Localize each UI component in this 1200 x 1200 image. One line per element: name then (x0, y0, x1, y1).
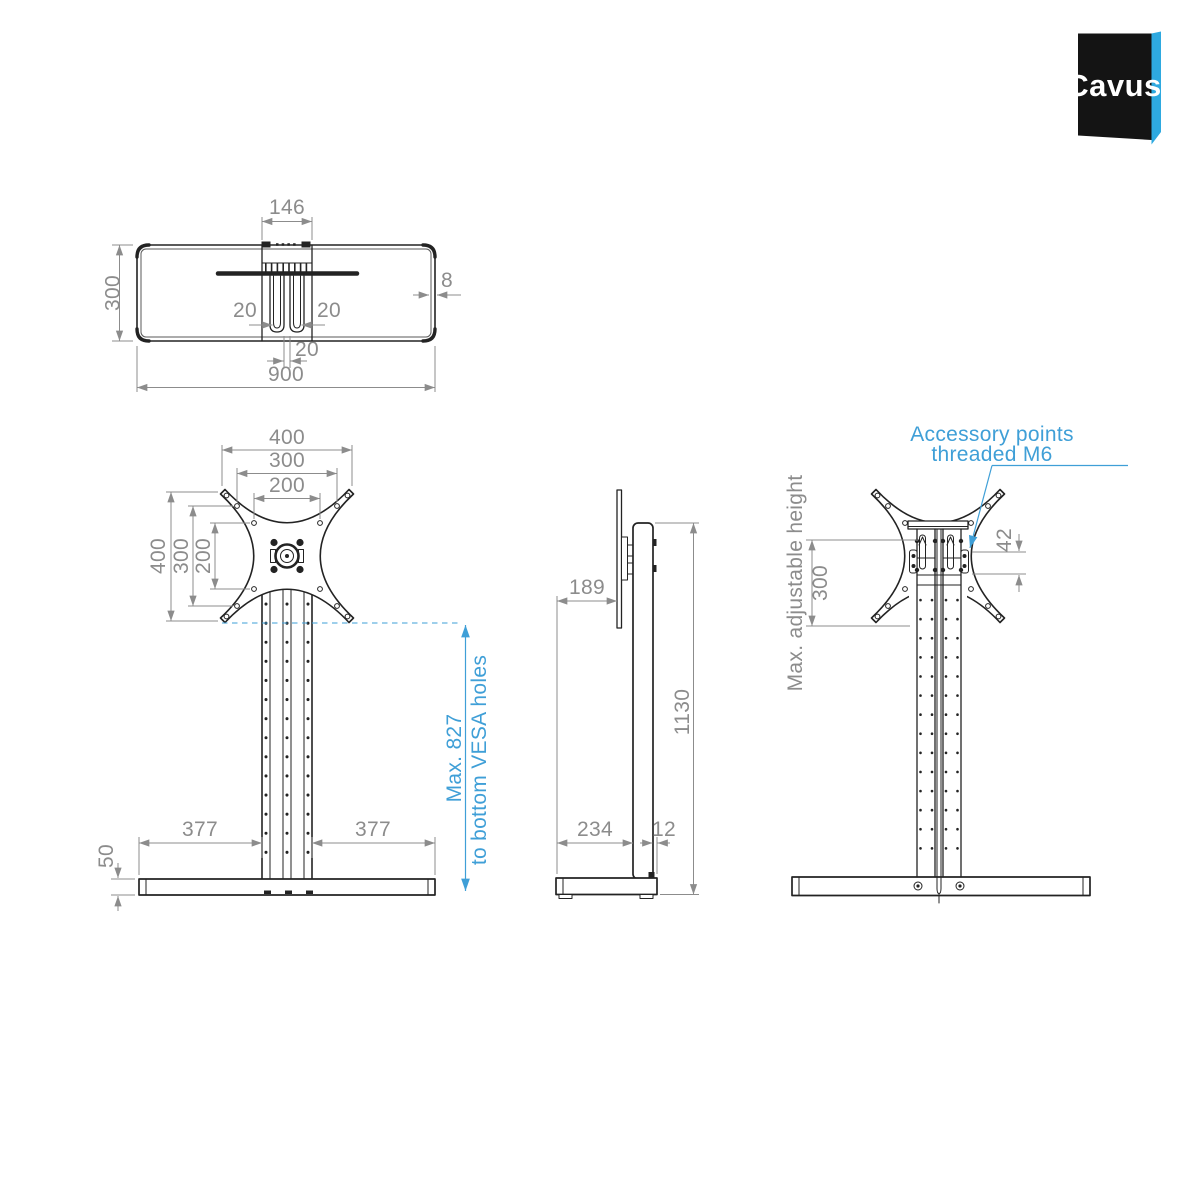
dim-200h-label: 200 (269, 474, 305, 497)
logo-wordmark: Cavus (1066, 68, 1162, 103)
dim-adjustable-height: 300 Max. adjustable height (784, 475, 918, 692)
top-view-base-outline (135, 243, 437, 343)
dim-vesa-400-v: 400 (147, 491, 218, 622)
dim-total-width: 900 (136, 346, 436, 392)
logo-blue-edge (1151, 31, 1161, 145)
dim-12-label: 12 (652, 818, 676, 841)
dim-146-label: 146 (269, 196, 305, 219)
back-cable (936, 857, 942, 904)
side-screen-plate (616, 489, 623, 629)
back-dimensions: 300 Max. adjustable height 42 Accessory … (784, 423, 1128, 691)
dim-base-thickness: 50 (95, 844, 135, 911)
dim-300h-label: 300 (269, 449, 305, 472)
dim-total-height: 1130 (655, 522, 699, 895)
dim-1130-label: 1130 (671, 689, 694, 735)
max-827-label: Max. 827 (443, 714, 466, 803)
dim-8-label: 8 (441, 269, 453, 292)
dim-base-depth: 234 (556, 818, 634, 847)
dim-total-depth: 300 (102, 244, 133, 342)
side-dimensions: 189 234 12 1130 (556, 522, 699, 895)
side-view: 189 234 12 1130 (555, 489, 699, 899)
dim-vesa-300-h: 300 (236, 449, 338, 502)
back-column (907, 520, 969, 878)
dim-189-label: 189 (569, 576, 605, 599)
dim-rail-right: 20 (301, 299, 341, 329)
logo-black-flag (1078, 33, 1152, 140)
cavus-logo: Cavus (1066, 31, 1162, 145)
dim-50-label: 50 (95, 844, 118, 868)
dim-377-right-label: 377 (355, 818, 391, 841)
dim-vesa-200-h: 200 (253, 474, 321, 519)
dim-rail-left: 20 (233, 299, 273, 329)
dim-42-label: 42 (993, 528, 1016, 552)
dim-200v-label: 200 (192, 538, 215, 574)
dim-900-label: 900 (268, 363, 304, 386)
dim-300-depth-label: 300 (102, 275, 125, 311)
accessory-note-line2: threaded M6 (931, 443, 1052, 466)
max-adjustable-height-label: Max. adjustable height (784, 475, 807, 692)
dim-base-right: 377 (311, 818, 436, 875)
dim-vesa-400-h: 400 (221, 426, 353, 486)
vesa-height-note: Max. 827 to bottom VESA holes (222, 622, 491, 892)
front-dimensions: 400 300 200 400 (95, 426, 436, 911)
front-column (261, 559, 313, 880)
dim-300v-label: 300 (170, 538, 193, 574)
dim-20-gap-label: 20 (295, 338, 319, 361)
front-base (138, 878, 436, 896)
back-mechanism (909, 534, 969, 586)
dim-vesa-200-v: 200 (192, 522, 250, 590)
accessory-note-line1: Accessory points (910, 423, 1074, 446)
front-view: 400 300 200 400 (95, 426, 491, 911)
dim-screen-offset: 189 (556, 576, 618, 874)
front-hub (270, 538, 304, 574)
dim-base-left: 377 (138, 818, 263, 875)
dim-wall-thickness: 8 (413, 269, 461, 299)
dim-column-width: 146 (261, 196, 313, 240)
accessory-note: Accessory points threaded M6 (910, 423, 1128, 549)
dim-20-right-label: 20 (317, 299, 341, 322)
side-tilt-bracket (621, 536, 635, 581)
dim-377-left-label: 377 (182, 818, 218, 841)
dim-accessory-pitch: 42 (972, 528, 1026, 592)
top-view: 146 300 8 20 20 (102, 196, 461, 392)
dim-column-setback: 12 (640, 818, 676, 874)
top-view-dimensions: 146 300 8 20 20 (102, 196, 461, 392)
dim-rail-gap: 20 (267, 336, 319, 368)
dim-vesa-300-v: 300 (170, 505, 233, 607)
side-base (555, 872, 658, 899)
dim-234-label: 234 (577, 818, 613, 841)
dim-400h-label: 400 (269, 426, 305, 449)
to-bottom-vesa-label: to bottom VESA holes (468, 655, 491, 865)
dim-400v-label: 400 (147, 538, 170, 574)
side-column (632, 522, 654, 880)
dim-20-left-label: 20 (233, 299, 257, 322)
back-view: 300 Max. adjustable height 42 Accessory … (784, 423, 1128, 904)
dim-adjust-300-label: 300 (809, 565, 832, 601)
